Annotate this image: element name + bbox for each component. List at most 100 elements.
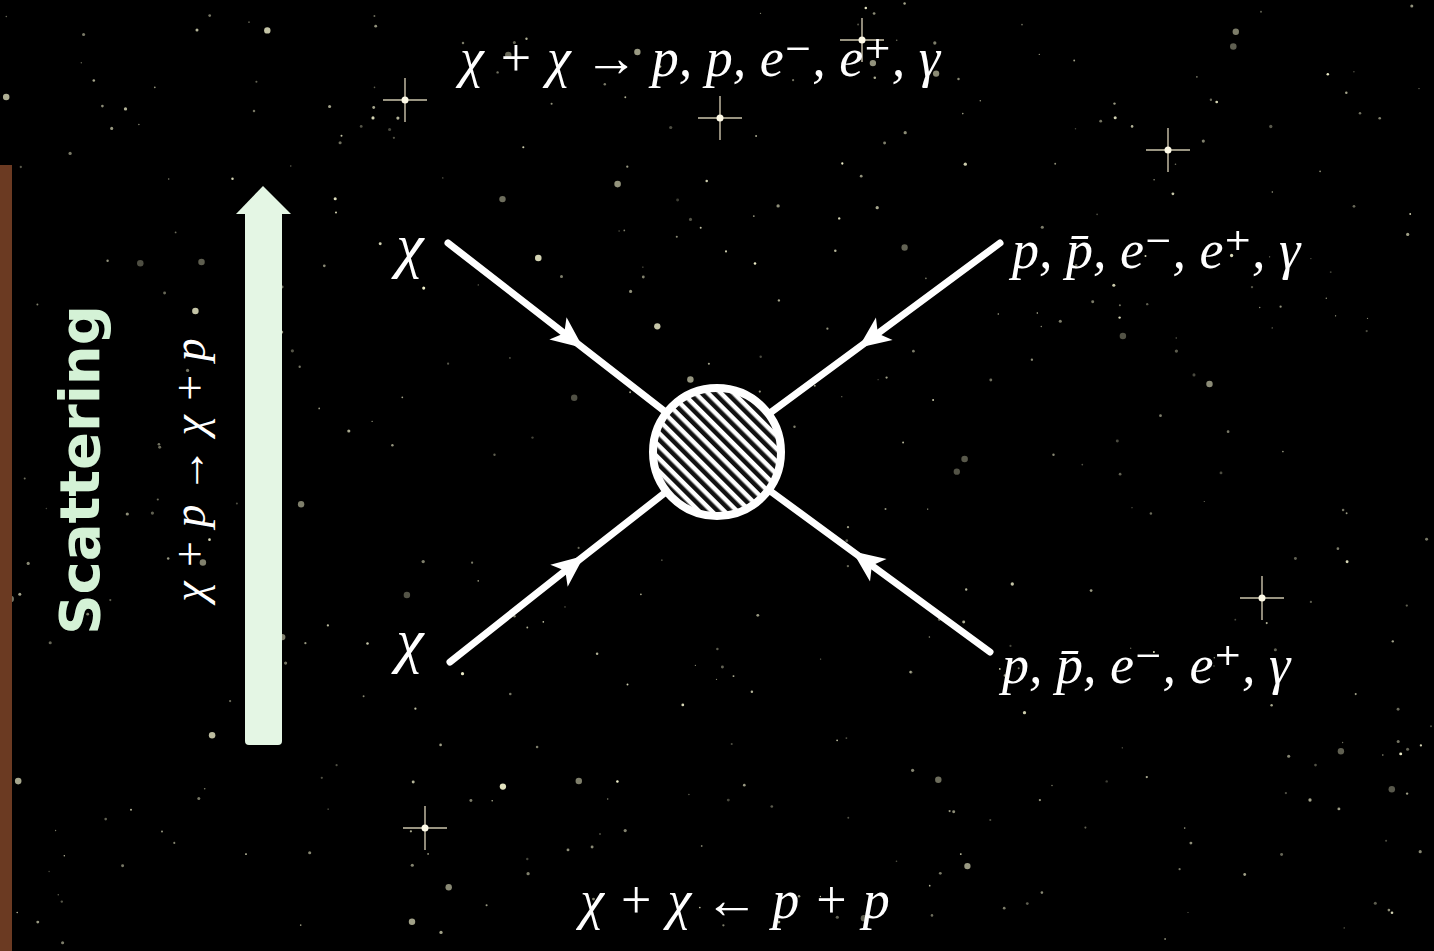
star xyxy=(626,166,628,168)
star xyxy=(904,131,907,134)
star xyxy=(687,376,693,382)
star xyxy=(661,559,662,560)
star xyxy=(209,732,215,738)
star xyxy=(705,180,708,183)
star xyxy=(336,764,338,766)
star xyxy=(461,672,464,675)
star xyxy=(841,162,843,164)
star xyxy=(1406,748,1409,751)
star xyxy=(560,275,563,278)
star xyxy=(1367,318,1368,319)
star xyxy=(16,912,18,914)
star xyxy=(130,809,132,811)
star xyxy=(409,918,415,924)
star xyxy=(751,691,753,693)
star xyxy=(1294,557,1297,560)
star xyxy=(371,421,372,422)
star xyxy=(845,737,847,739)
star xyxy=(935,776,941,782)
star xyxy=(327,808,328,809)
star xyxy=(1026,902,1029,905)
star xyxy=(1031,359,1033,361)
star xyxy=(964,863,970,869)
star xyxy=(629,290,632,293)
star xyxy=(576,778,582,784)
star xyxy=(885,376,887,378)
star xyxy=(264,27,270,33)
star xyxy=(110,127,113,130)
star xyxy=(151,512,154,515)
star xyxy=(616,780,619,783)
star xyxy=(5,16,7,18)
star xyxy=(1345,92,1348,95)
star xyxy=(949,810,951,812)
star xyxy=(571,394,577,400)
star xyxy=(1234,619,1236,621)
star xyxy=(1196,76,1198,78)
star xyxy=(873,12,876,15)
star xyxy=(323,264,326,267)
star xyxy=(1308,798,1311,801)
star xyxy=(776,204,779,207)
bright-star xyxy=(402,97,409,104)
star xyxy=(1116,440,1119,443)
star xyxy=(231,178,234,181)
star xyxy=(298,501,304,507)
star xyxy=(760,13,761,14)
star xyxy=(1419,850,1422,853)
star xyxy=(1090,589,1093,592)
star xyxy=(109,599,111,601)
star xyxy=(954,469,960,475)
star xyxy=(965,588,967,590)
star xyxy=(1118,316,1120,318)
star xyxy=(1337,807,1340,810)
bright-star xyxy=(383,78,427,122)
star xyxy=(1270,704,1273,707)
star xyxy=(360,125,363,128)
star xyxy=(838,217,840,219)
star xyxy=(36,304,38,306)
star xyxy=(1003,907,1006,910)
star xyxy=(1119,304,1121,306)
star xyxy=(58,894,60,896)
star xyxy=(64,855,65,856)
star xyxy=(373,15,375,17)
star xyxy=(1051,785,1052,786)
star xyxy=(654,323,660,329)
star xyxy=(1355,693,1357,695)
star xyxy=(197,797,200,800)
star xyxy=(962,620,965,623)
star xyxy=(198,259,205,266)
star xyxy=(290,165,291,166)
star xyxy=(404,592,410,598)
star xyxy=(173,842,175,844)
star xyxy=(1259,307,1260,308)
star xyxy=(61,941,64,944)
star xyxy=(427,853,429,855)
star xyxy=(1388,909,1391,912)
star xyxy=(1054,163,1056,165)
star xyxy=(535,255,542,262)
star xyxy=(93,79,96,82)
star xyxy=(1119,473,1122,476)
star xyxy=(158,443,161,446)
star xyxy=(700,227,702,229)
star xyxy=(192,308,199,315)
star xyxy=(321,777,323,779)
star xyxy=(1210,99,1212,101)
star xyxy=(104,818,107,821)
star xyxy=(500,783,506,789)
star xyxy=(1409,213,1411,215)
star xyxy=(1397,740,1400,743)
star xyxy=(410,830,412,832)
star xyxy=(591,846,594,849)
particle-label: p, p̄, e⁻, e⁺, γ xyxy=(1012,223,1300,277)
star xyxy=(721,666,724,669)
particle-lines xyxy=(448,243,1000,662)
star xyxy=(725,250,727,252)
star xyxy=(1342,742,1343,743)
star xyxy=(1206,381,1212,387)
star xyxy=(1204,501,1205,502)
star xyxy=(401,396,403,398)
star xyxy=(607,798,608,799)
